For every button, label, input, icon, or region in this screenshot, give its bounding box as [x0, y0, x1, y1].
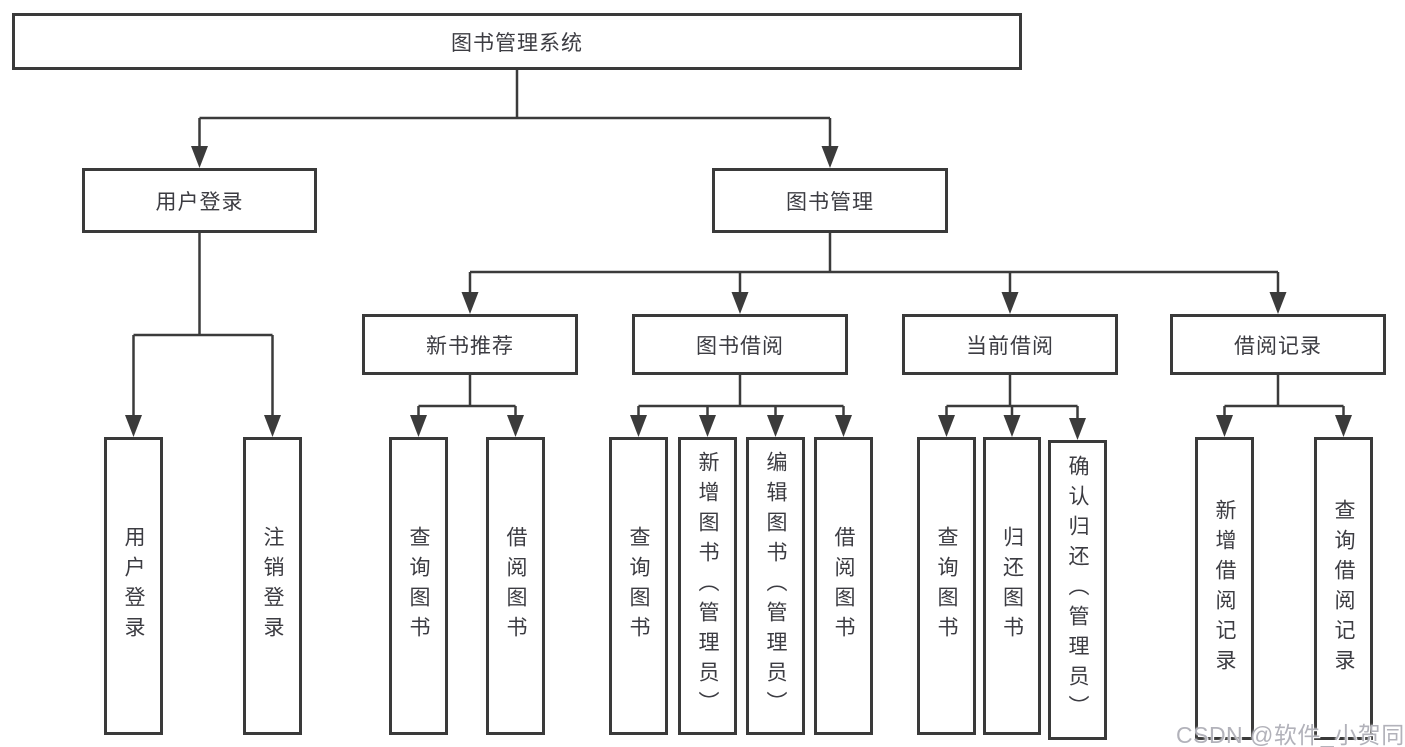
node-user-login-label: 用户登录: [155, 190, 244, 214]
csdn-watermark: CSDN @软件_小贺同学: [1176, 722, 1405, 747]
leaf-current-return-books: 归还图书: [983, 437, 1041, 735]
node-borrowing-records-label: 借阅记录: [1234, 334, 1322, 358]
arrowhead-icon: [938, 415, 955, 437]
node-root: 图书管理系统: [12, 13, 1022, 70]
arrowhead-icon: [1001, 292, 1019, 314]
edges-user-login: [125, 233, 281, 437]
leaf-records-query-record-label: 查询借阅记录: [1332, 498, 1355, 679]
edges-current-borrowing: [938, 375, 1086, 440]
leaf-borrowing-query-books: 查询图书: [609, 437, 668, 735]
leaf-records-query-record: 查询借阅记录: [1314, 437, 1373, 740]
leaf-current-confirm-return-admin: 确认归还（管理员）: [1048, 440, 1107, 740]
leaf-logout-label: 注销登录: [261, 526, 284, 646]
leaf-user-login: 用户登录: [104, 437, 163, 735]
arrowhead-icon: [507, 415, 524, 437]
arrowhead-icon: [461, 292, 479, 314]
leaf-borrowing-add-books-admin-label: 新增图书（管理员）: [696, 451, 719, 721]
arrowhead-icon: [731, 292, 749, 314]
edge-line: [468, 233, 1280, 296]
arrowhead-icon: [767, 415, 784, 437]
edge-line: [945, 375, 1079, 422]
edges-root: [191, 70, 839, 168]
node-root-label: 图书管理系统: [451, 31, 583, 55]
node-new-book-recommend: 新书推荐: [362, 314, 578, 375]
arrowhead-icon: [264, 415, 281, 437]
edges-book-borrowing: [630, 375, 852, 437]
arrowhead-icon: [125, 415, 142, 437]
arrowhead-icon: [410, 415, 427, 437]
leaf-borrowing-query-books-label: 查询图书: [627, 526, 650, 646]
arrowhead-icon: [1269, 292, 1287, 314]
node-borrowing-records: 借阅记录: [1170, 314, 1386, 375]
leaf-logout: 注销登录: [243, 437, 302, 735]
arrowhead-icon: [630, 415, 647, 437]
node-user-login: 用户登录: [82, 168, 317, 233]
leaf-current-query-books: 查询图书: [917, 437, 976, 735]
leaf-recommend-borrow-books-label: 借阅图书: [504, 526, 527, 646]
edge-line: [417, 375, 517, 419]
leaf-current-return-books-label: 归还图书: [1000, 526, 1024, 646]
node-book-management-label: 图书管理: [786, 190, 874, 214]
edges-borrowing-records: [1216, 375, 1352, 437]
leaf-user-login-label: 用户登录: [122, 526, 145, 646]
arrowhead-icon: [821, 146, 839, 168]
arrowhead-icon: [1003, 415, 1021, 437]
leaf-current-confirm-return-admin-label: 确认归还（管理员）: [1066, 455, 1089, 725]
leaf-borrowing-edit-books-admin-label: 编辑图书（管理员）: [764, 451, 787, 721]
node-book-borrowing: 图书借阅: [632, 314, 848, 375]
arrowhead-icon: [191, 146, 208, 168]
leaf-recommend-borrow-books: 借阅图书: [486, 437, 545, 735]
leaf-recommend-query-books: 查询图书: [389, 437, 448, 735]
edge-line: [1223, 375, 1345, 419]
leaf-borrowing-borrow-books-label: 借阅图书: [832, 526, 855, 646]
leaf-recommend-query-books-label: 查询图书: [407, 526, 430, 646]
edge-line: [198, 70, 832, 150]
arrowhead-icon: [1216, 415, 1233, 437]
edge-line: [132, 233, 274, 419]
node-book-borrowing-label: 图书借阅: [696, 334, 784, 358]
node-current-borrowing-label: 当前借阅: [966, 334, 1054, 358]
arrowhead-icon: [1069, 418, 1086, 440]
leaf-borrowing-edit-books-admin: 编辑图书（管理员）: [746, 437, 805, 735]
edges-book-management: [461, 233, 1287, 314]
node-current-borrowing: 当前借阅: [902, 314, 1118, 375]
leaf-borrowing-add-books-admin: 新增图书（管理员）: [678, 437, 737, 735]
leaf-records-add-record: 新增借阅记录: [1195, 437, 1254, 740]
arrowhead-icon: [1335, 415, 1352, 437]
leaf-borrowing-borrow-books: 借阅图书: [814, 437, 873, 735]
node-book-management: 图书管理: [712, 168, 948, 233]
edge-line: [637, 375, 845, 419]
arrowhead-icon: [835, 415, 852, 437]
leaf-current-query-books-label: 查询图书: [935, 526, 958, 646]
leaf-records-add-record-label: 新增借阅记录: [1213, 498, 1236, 679]
arrowhead-icon: [699, 415, 716, 437]
node-new-book-recommend-label: 新书推荐: [426, 334, 514, 358]
edges-new-book-recommend: [410, 375, 524, 437]
